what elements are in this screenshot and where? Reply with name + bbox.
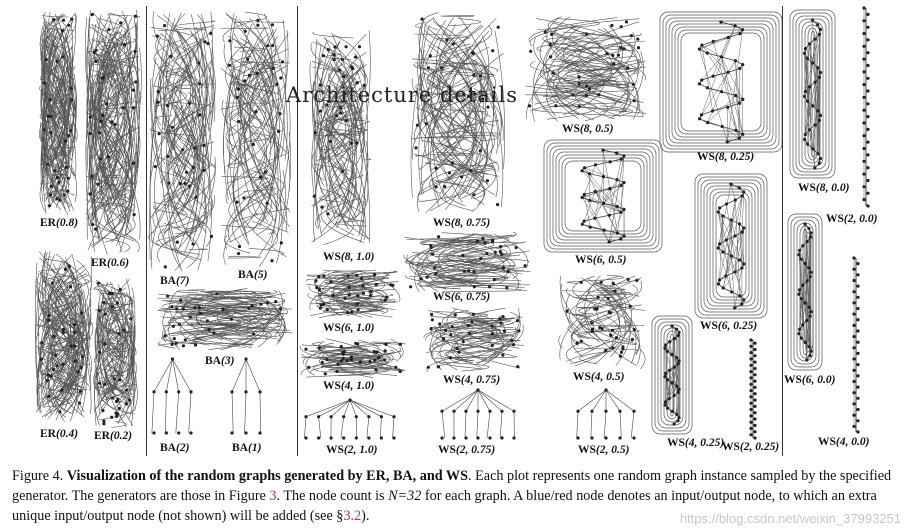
- graph-ws60: [787, 213, 823, 371]
- caption-text-2: . The node count is: [276, 488, 389, 504]
- figure-caption: Figure 4. Visualization of the random gr…: [12, 466, 902, 526]
- watermark: https://blog.csdn.net/weixin_37993251: [679, 511, 901, 526]
- graph-label-ws81: WS(8, 1.0): [323, 251, 375, 263]
- overlay-title: Architecture details: [286, 83, 518, 107]
- graph-label-er02: ER(0.2): [94, 430, 133, 442]
- graph-ws85: [525, 16, 647, 122]
- caption-bold-title: Visualization of the random graphs gener…: [66, 468, 469, 484]
- separator-er-ba: [146, 6, 147, 456]
- separator-ba-ws: [297, 6, 298, 456]
- graph-ws675: [403, 232, 531, 293]
- graph-ws875: [410, 12, 506, 214]
- graph-label-ws875: WS(8, 0.75): [433, 217, 491, 229]
- graph-ba2: [151, 357, 193, 435]
- graph-ws80: [789, 9, 836, 179]
- caption-ref-section[interactable]: 3.2: [343, 508, 362, 524]
- graph-label-ba5: BA(5): [238, 269, 268, 281]
- graph-label-ws41: WS(4, 1.0): [323, 380, 375, 392]
- graph-label-ba2: BA(2): [160, 442, 190, 454]
- caption-text-3: for each graph. A blue/red node denotes …: [12, 488, 877, 524]
- graph-ws45: [558, 274, 646, 370]
- caption-text-4: ).: [361, 508, 370, 524]
- graph-label-ws61: WS(6, 1.0): [323, 322, 375, 334]
- graph-ba3: [157, 288, 293, 351]
- graph-label-ws675: WS(6, 0.75): [433, 291, 491, 303]
- graph-er08: [39, 11, 78, 216]
- graph-ws625: [694, 173, 768, 319]
- graph-label-ws21: WS(2, 1.0): [326, 444, 378, 456]
- graph-ws475: [423, 307, 524, 372]
- graph-ws21: [304, 398, 396, 440]
- graph-ws25: [576, 388, 636, 440]
- graph-label-ws25: WS(2, 0.5): [578, 444, 630, 456]
- graph-er02: [93, 278, 138, 428]
- figure-area: ER(0.8) ER(0.6) ER(0.4) ER(0.2) BA(7) BA(5) BA…: [34, 6, 878, 456]
- graph-ws41: [300, 338, 406, 378]
- graph-label-ws40: WS(4, 0.0): [818, 436, 870, 448]
- graph-ws275: [440, 388, 516, 440]
- graph-ws61: [305, 270, 401, 319]
- graph-ws225: [749, 338, 757, 440]
- graph-ba7: [148, 10, 216, 272]
- graph-label-ba3: BA(3): [205, 355, 235, 367]
- graph-label-er06: ER(0.6): [91, 257, 130, 269]
- caption-text-1: . Each plot represents one random graph …: [12, 468, 892, 504]
- graph-label-ws85: WS(8, 0.5): [562, 123, 614, 135]
- graph-ws825: [659, 11, 783, 153]
- graph-label-ws80: WS(8, 0.0): [798, 182, 850, 194]
- graph-label-ws825: WS(8, 0.25): [697, 151, 755, 163]
- graph-ws20: [862, 6, 870, 208]
- caption-node-count: N=32: [388, 488, 422, 504]
- graph-label-ws475: WS(4, 0.75): [443, 374, 501, 386]
- graph-ws425: [651, 315, 693, 435]
- graph-label-er04: ER(0.4): [40, 428, 79, 440]
- graph-ws65: [543, 139, 663, 253]
- graph-label-ws425: WS(4, 0.25): [667, 437, 725, 449]
- graph-label-ws275: WS(2, 0.75): [438, 444, 496, 456]
- graph-er06: [84, 9, 142, 255]
- graph-label-ba1: BA(1): [232, 442, 262, 454]
- graph-ws40: [852, 256, 860, 434]
- graph-label-ws625: WS(6, 0.25): [700, 320, 758, 332]
- separator-ws-right: [782, 6, 783, 456]
- graph-ba5: [220, 11, 291, 267]
- graph-ba1: [230, 357, 262, 435]
- graph-er04: [34, 250, 94, 422]
- graph-label-ws225: WS(2, 0.25): [722, 441, 780, 453]
- graph-label-ws45: WS(4, 0.5): [573, 371, 625, 383]
- graph-ws81: [309, 30, 372, 246]
- graph-label-ws20: WS(2, 0.0): [826, 213, 878, 225]
- graph-label-er08: ER(0.8): [40, 217, 79, 229]
- graph-label-ws65: WS(6, 0.5): [575, 254, 627, 266]
- caption-figure-label: Figure 4.: [12, 468, 64, 484]
- graph-label-ws60: WS(6, 0.0): [784, 374, 836, 386]
- graph-label-ba7: BA(7): [160, 275, 190, 287]
- graph-plots: [34, 6, 870, 440]
- caption-ref-figure[interactable]: 3: [269, 488, 277, 504]
